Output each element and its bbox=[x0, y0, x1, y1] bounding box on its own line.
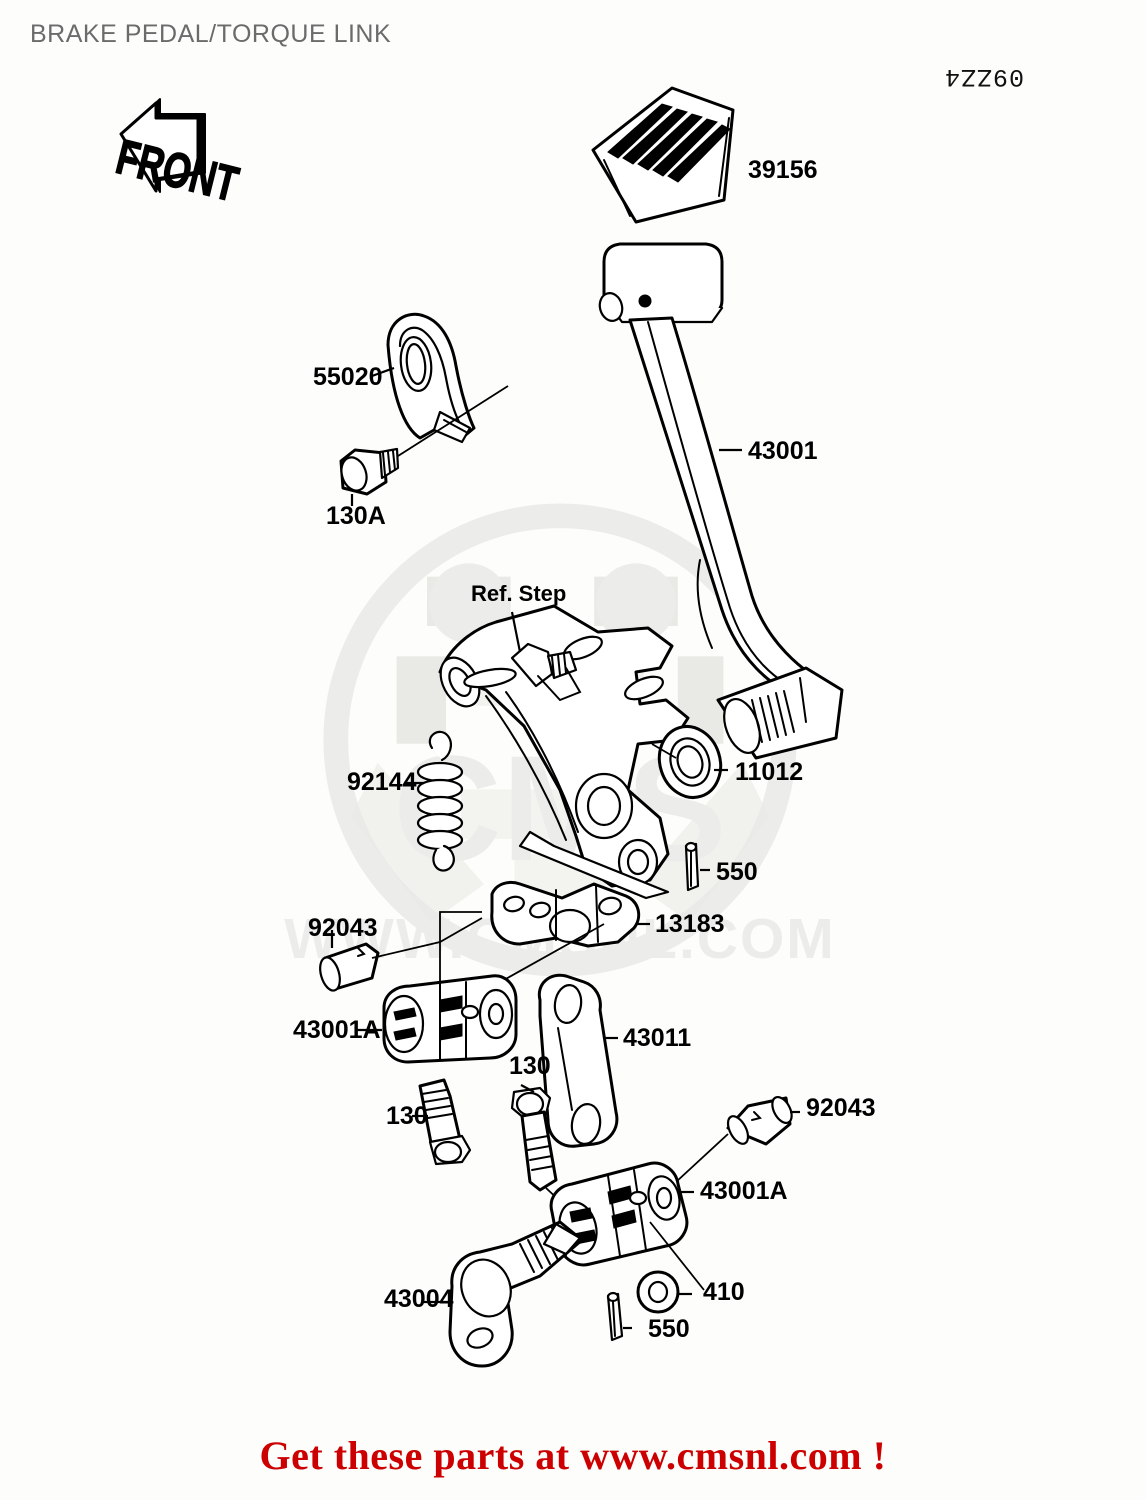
part-washer-seal bbox=[657, 725, 723, 799]
label-550-lower: 550 bbox=[648, 1315, 690, 1343]
part-brake-cam-lever bbox=[448, 1220, 584, 1368]
leader-11012-assembly bbox=[651, 743, 677, 759]
part-joint-upper bbox=[382, 974, 518, 1064]
label-92144: 92144 bbox=[347, 768, 417, 796]
label-55020: 55020 bbox=[313, 363, 383, 391]
part-joint-lower bbox=[549, 1161, 689, 1267]
part-torque-link-rod bbox=[537, 973, 619, 1148]
label-11012: 11012 bbox=[735, 758, 803, 786]
footer-cta[interactable]: Get these parts at www.cmsnl.com ! bbox=[259, 1433, 887, 1478]
label-550-upper: 550 bbox=[716, 858, 758, 886]
part-pin-lower bbox=[726, 1095, 793, 1146]
label-13183: 13183 bbox=[655, 910, 725, 938]
label-410: 410 bbox=[703, 1278, 745, 1306]
front-arrow-icon: FRONT bbox=[110, 98, 244, 213]
label-43001a-upper: 43001A bbox=[293, 1016, 381, 1044]
label-130-center: 130 bbox=[509, 1052, 551, 1080]
leader-130-center bbox=[520, 1084, 535, 1093]
part-brake-pedal-lever bbox=[598, 242, 844, 760]
part-number-labels: 39156 43001 55020 130A 11012 92144 550 1… bbox=[293, 156, 876, 1343]
leader-43001a-bracket bbox=[439, 911, 482, 1014]
label-39156: 39156 bbox=[748, 156, 818, 184]
part-pin-upper bbox=[319, 942, 380, 992]
part-pedal-guard-bracket bbox=[386, 312, 476, 444]
page-title: BRAKE PEDAL/TORQUE LINK bbox=[30, 20, 392, 48]
label-130-left: 130 bbox=[386, 1102, 428, 1130]
part-ref-step-bracket bbox=[438, 604, 690, 900]
part-cotter-pin-upper bbox=[684, 841, 700, 892]
part-flange-bolt-left bbox=[418, 1078, 472, 1166]
label-43001a-lower: 43001A bbox=[700, 1177, 788, 1205]
pedal-shaft bbox=[716, 666, 844, 760]
leader-410-assembly bbox=[649, 1221, 705, 1291]
label-92043-lower: 92043 bbox=[806, 1094, 876, 1122]
leader-55020 bbox=[371, 366, 395, 378]
front-label: FRONT bbox=[111, 130, 244, 213]
part-flange-bolt-center bbox=[510, 1086, 558, 1192]
leader-92043-lower-assembly bbox=[675, 1133, 729, 1183]
part-plain-washer bbox=[636, 1270, 680, 1314]
leader-ref-step bbox=[510, 611, 522, 653]
part-return-spring bbox=[416, 730, 464, 872]
label-43011: 43011 bbox=[623, 1024, 691, 1052]
part-cotter-pin-lower bbox=[606, 1291, 624, 1342]
label-ref-step: Ref. Step bbox=[471, 581, 566, 606]
label-43004: 43004 bbox=[384, 1285, 454, 1313]
part-flange-bolt-130a bbox=[339, 447, 400, 496]
label-130a: 130A bbox=[326, 502, 386, 530]
label-92043-upper: 92043 bbox=[308, 914, 378, 942]
part-pedal-pad-rubber bbox=[591, 86, 735, 224]
label-43001: 43001 bbox=[748, 437, 818, 465]
part-torque-link-plate bbox=[490, 880, 641, 948]
